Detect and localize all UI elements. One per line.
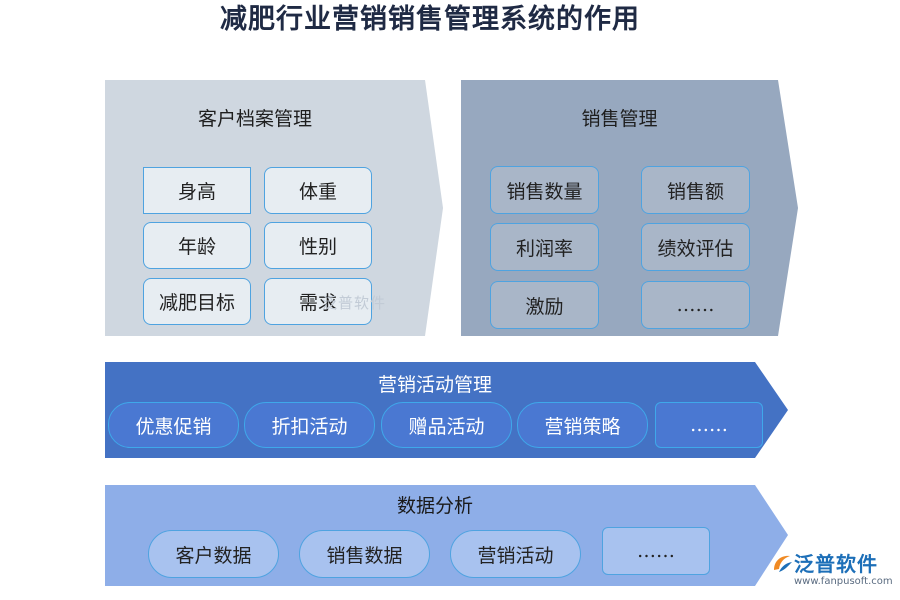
item-discount-activity: 折扣活动 xyxy=(244,402,375,448)
item-gift-activity: 赠品活动 xyxy=(381,402,512,448)
item-marketing-strategy: 营销策略 xyxy=(517,402,648,448)
watermark: 泛普软件 xyxy=(322,294,387,312)
data-panel: 数据分析 客户数据 销售数据 营销活动 …… xyxy=(105,485,755,586)
item-gender: 性别 xyxy=(264,222,372,269)
item-sales-quantity: 销售数量 xyxy=(490,166,599,214)
item-more-sales: …… xyxy=(641,281,750,329)
brand-logo-icon xyxy=(774,555,792,572)
brand-logo-name: 泛普软件 xyxy=(794,552,878,576)
item-incentive: 激励 xyxy=(490,281,599,329)
marketing-panel: 营销活动管理 优惠促销 折扣活动 赠品活动 营销策略 …… xyxy=(105,362,763,458)
item-more-data: …… xyxy=(602,527,710,575)
item-height: 身高 xyxy=(143,167,251,214)
item-goal: 减肥目标 xyxy=(143,278,251,325)
item-performance: 绩效评估 xyxy=(641,223,750,271)
item-age: 年龄 xyxy=(143,222,251,269)
diagram-title: 减肥行业营销销售管理系统的作用 xyxy=(220,4,640,35)
customer-panel: 客户档案管理 身高 体重 年龄 性别 减肥目标 需求 xyxy=(105,80,425,336)
item-weight: 体重 xyxy=(264,167,372,214)
sales-panel: 销售管理 销售数量 销售额 利润率 绩效评估 激励 …… xyxy=(461,80,778,336)
item-need: 需求 xyxy=(264,278,372,325)
item-profit-rate: 利润率 xyxy=(490,223,599,271)
item-marketing-data: 营销活动 xyxy=(450,530,581,578)
customer-panel-title: 客户档案管理 xyxy=(197,108,312,130)
item-discount-promo: 优惠促销 xyxy=(108,402,239,448)
data-panel-title: 数据分析 xyxy=(396,495,473,517)
brand-logo-url: www.fanpusoft.com xyxy=(794,576,893,587)
item-more-marketing: …… xyxy=(655,402,763,448)
item-sales-data: 销售数据 xyxy=(299,530,430,578)
item-sales-amount: 销售额 xyxy=(641,166,750,214)
item-customer-data: 客户数据 xyxy=(148,530,279,578)
marketing-panel-title: 营销活动管理 xyxy=(377,374,492,396)
brand-logo: 泛普软件 www.fanpusoft.com xyxy=(770,552,893,587)
sales-panel-title: 销售管理 xyxy=(581,108,658,130)
